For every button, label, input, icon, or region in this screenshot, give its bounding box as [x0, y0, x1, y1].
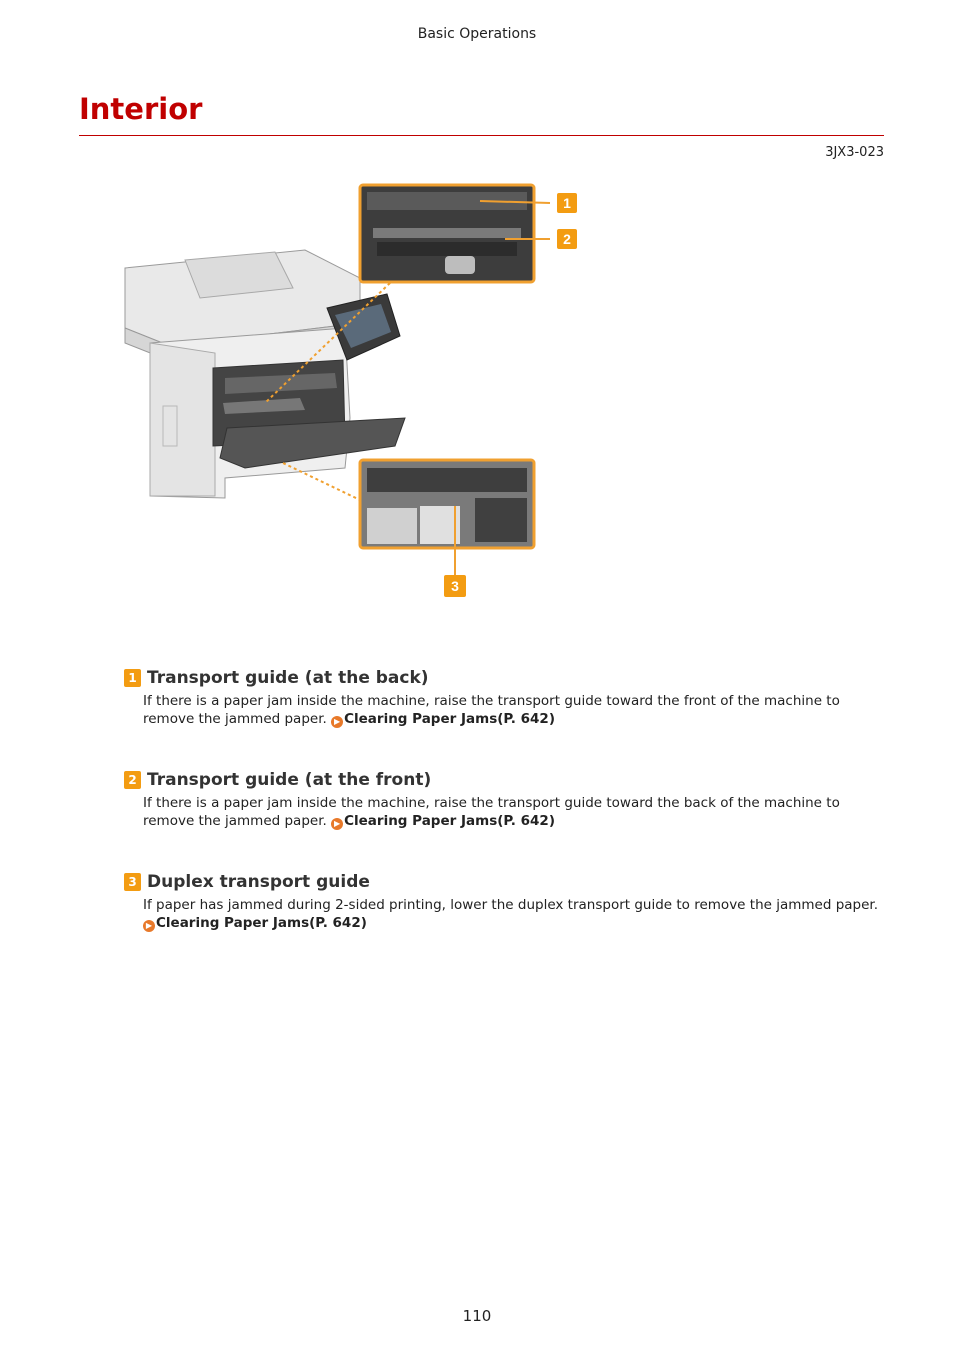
callout-badge-3: 3 [444, 575, 466, 597]
section-description: If there is a paper jam inside the machi… [143, 794, 884, 830]
number-badge: 3 [124, 873, 141, 891]
inset-duplex-guide [358, 458, 536, 576]
page-number: 110 [462, 1307, 492, 1325]
arrow-link-icon: ▶ [331, 818, 344, 830]
section-duplex-transport-guide: 3 Duplex transport guide If paper has ja… [124, 872, 884, 932]
callout-badge-2: 2 [557, 229, 577, 249]
arrow-link-icon: ▶ [331, 716, 344, 728]
section-transport-guide-front: 2 Transport guide (at the front) If ther… [124, 770, 884, 830]
section-description: If paper has jammed during 2-sided print… [143, 896, 884, 932]
number-badge: 1 [124, 669, 141, 687]
printer-body [124, 249, 406, 499]
link-label: Clearing Paper Jams(P. 642) [344, 711, 555, 727]
section-title: Transport guide (at the front) [147, 770, 432, 790]
section-title: Transport guide (at the back) [147, 668, 429, 688]
clearing-paper-jams-link[interactable]: ▶Clearing Paper Jams(P. 642) [143, 915, 367, 932]
clearing-paper-jams-link[interactable]: ▶Clearing Paper Jams(P. 642) [331, 813, 555, 830]
svg-text:1: 1 [563, 195, 571, 211]
link-label: Clearing Paper Jams(P. 642) [344, 813, 555, 829]
svg-text:3: 3 [451, 578, 459, 594]
number-badge: 2 [124, 771, 141, 789]
arrow-link-icon: ▶ [143, 920, 155, 932]
running-header: Basic Operations [417, 26, 537, 42]
document-code: 3JX3-023 [825, 145, 884, 160]
page-title: Interior [79, 92, 203, 126]
section-heading: 2 Transport guide (at the front) [124, 770, 884, 790]
section-body: If paper has jammed during 2-sided print… [143, 897, 879, 913]
section-heading: 3 Duplex transport guide [124, 872, 884, 892]
section-transport-guide-back: 1 Transport guide (at the back) If there… [124, 668, 884, 728]
section-heading: 1 Transport guide (at the back) [124, 668, 884, 688]
link-label: Clearing Paper Jams(P. 642) [156, 915, 367, 931]
leader-line-bottom [282, 462, 361, 501]
section-body: If there is a paper jam inside the machi… [143, 693, 840, 727]
title-rule [79, 135, 884, 136]
callout-badge-1: 1 [557, 193, 577, 213]
inset-transport-guides [358, 183, 551, 284]
printer-illustration-svg: 1 2 3 [124, 183, 577, 597]
svg-text:2: 2 [563, 231, 571, 247]
section-body: If there is a paper jam inside the machi… [143, 795, 840, 829]
printer-interior-illustration: 1 2 3 [115, 178, 595, 608]
leader-line-top [264, 282, 391, 404]
section-description: If there is a paper jam inside the machi… [143, 692, 884, 728]
clearing-paper-jams-link[interactable]: ▶Clearing Paper Jams(P. 642) [331, 711, 555, 728]
section-title: Duplex transport guide [147, 872, 370, 892]
